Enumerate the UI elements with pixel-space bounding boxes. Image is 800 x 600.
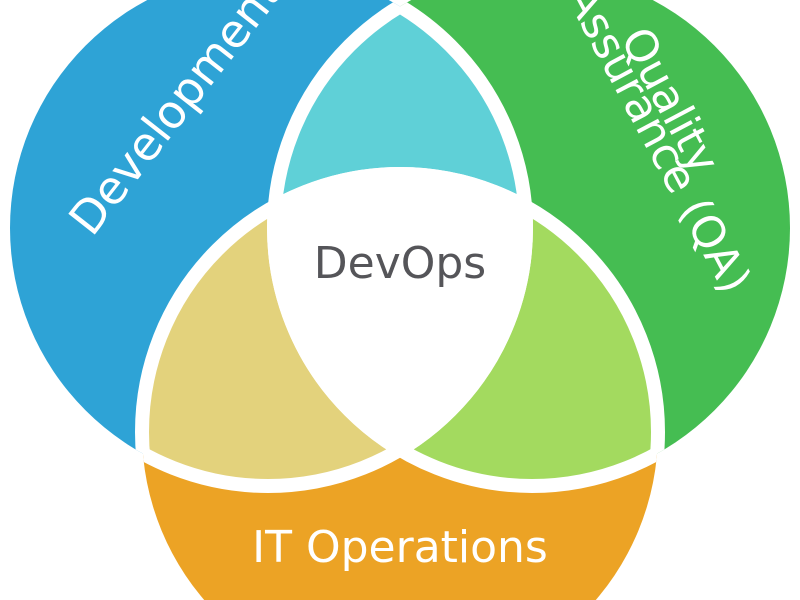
devops-center-label: DevOps bbox=[314, 238, 486, 289]
it-operations-label: IT Operations bbox=[252, 522, 548, 573]
devops-center bbox=[274, 174, 526, 486]
